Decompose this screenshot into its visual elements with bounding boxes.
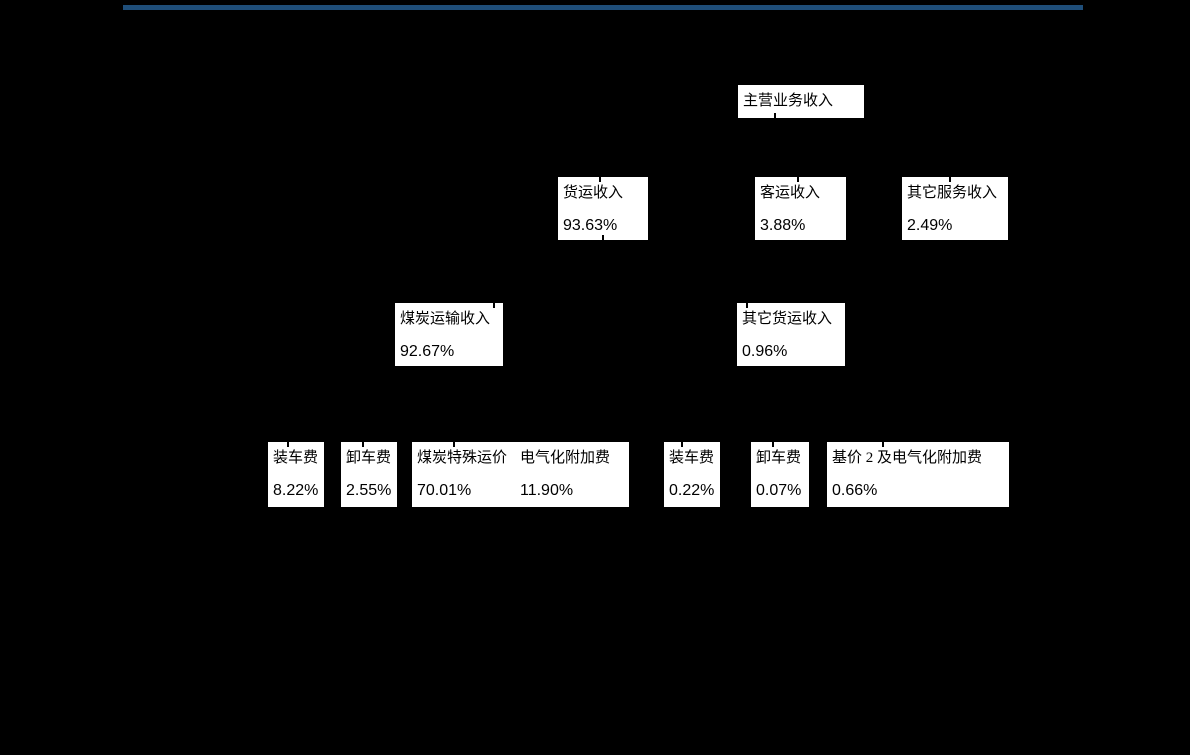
node-value: 3.88%: [760, 217, 806, 234]
node-value: 92.67%: [400, 343, 455, 360]
node-coal-special-rate-and-electrification: 煤炭特殊运价 70.01% 电气化附加费 11.90%: [412, 442, 629, 507]
node-passenger-revenue: 客运收入 3.88%: [755, 177, 846, 240]
connector-tick: [602, 235, 604, 240]
connector-tick: [681, 442, 683, 447]
connector-tick: [287, 442, 289, 447]
node-label: 其它服务收入: [907, 185, 998, 201]
connector-tick: [362, 442, 364, 447]
node-value: 0.22%: [669, 482, 715, 499]
connector-tick: [797, 177, 799, 182]
node-label: 其它货运收入: [742, 311, 833, 327]
node-value: 2.55%: [346, 482, 392, 499]
node-label: 主营业务收入: [743, 93, 834, 109]
node-unloading-fee-coal: 卸车费 2.55%: [341, 442, 397, 507]
connector-tick: [599, 177, 601, 182]
node-loading-fee-other: 装车费 0.22%: [664, 442, 720, 507]
connector-tick: [746, 303, 748, 308]
connector-tick: [493, 303, 495, 308]
node-label: 卸车费: [756, 450, 802, 466]
node-main-business-revenue: 主营业务收入: [738, 85, 864, 118]
node-value: 0.96%: [742, 343, 788, 360]
connector-tick: [453, 442, 455, 447]
node-label: 煤炭特殊运价: [417, 450, 508, 466]
node-freight-revenue: 货运收入 93.63%: [558, 177, 648, 240]
connector-tick: [774, 113, 776, 118]
node-label: 客运收入: [760, 185, 821, 201]
node-unloading-fee-other: 卸车费 0.07%: [751, 442, 809, 507]
node-value: 2.49%: [907, 217, 953, 234]
connector-tick: [949, 177, 951, 182]
node-value: 70.01%: [417, 482, 472, 499]
node-other-freight-revenue: 其它货运收入 0.96%: [737, 303, 845, 366]
node-value: 11.90%: [520, 482, 574, 499]
node-loading-fee-coal: 装车费 8.22%: [268, 442, 324, 507]
node-other-service-revenue: 其它服务收入 2.49%: [902, 177, 1008, 240]
node-coal-transport-revenue: 煤炭运输收入 92.67%: [395, 303, 503, 366]
node-value: 0.66%: [832, 482, 878, 499]
connector-tick: [772, 442, 774, 447]
node-value: 93.63%: [563, 217, 618, 234]
connector-tick: [882, 442, 884, 447]
node-value: 0.07%: [756, 482, 802, 499]
node-label: 电气化附加费: [520, 450, 611, 466]
top-divider-rule: [123, 5, 1083, 10]
node-label: 煤炭运输收入: [400, 311, 491, 327]
node-label: 货运收入: [563, 185, 624, 201]
node-label: 装车费: [273, 450, 319, 466]
node-base-price-2-and-electrification: 基价 2 及电气化附加费 0.66%: [827, 442, 1009, 507]
node-label: 卸车费: [346, 450, 392, 466]
node-value: 8.22%: [273, 482, 319, 499]
node-label: 装车费: [669, 450, 715, 466]
node-label: 基价 2 及电气化附加费: [832, 450, 983, 466]
